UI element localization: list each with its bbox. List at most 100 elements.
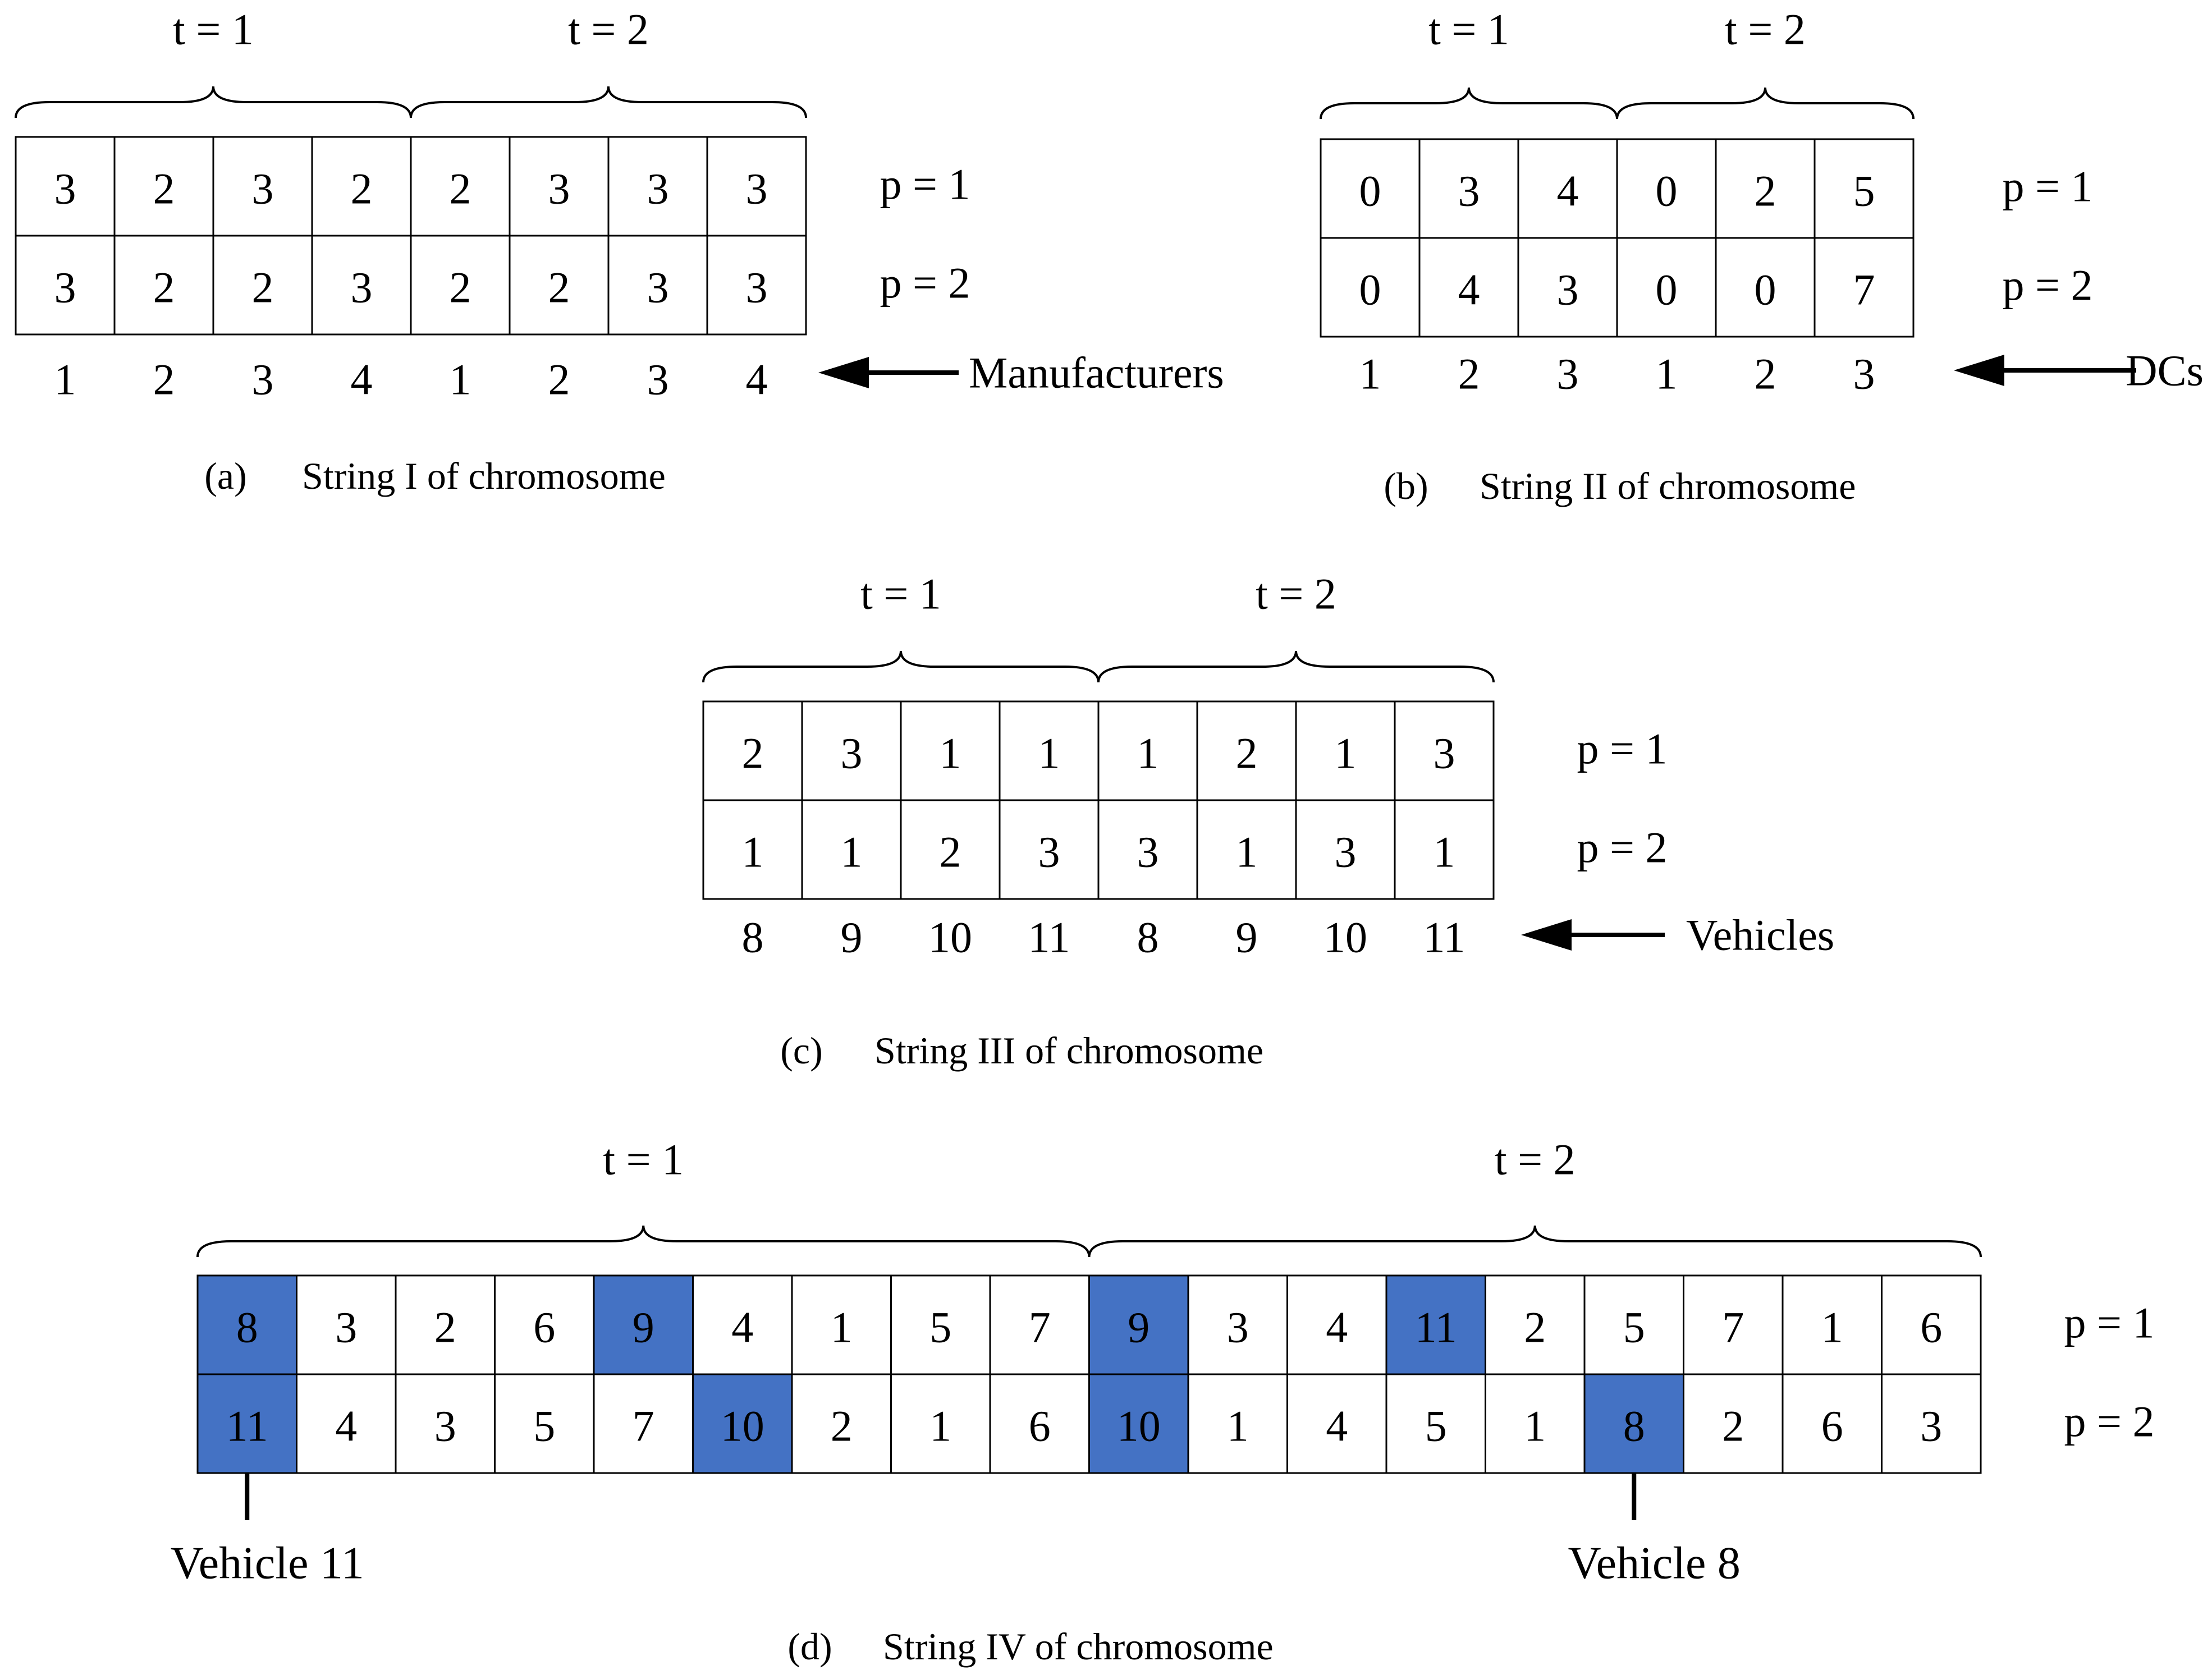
gene-cell xyxy=(1394,799,1495,900)
gene-cell xyxy=(311,235,412,336)
index-label: 1 xyxy=(1656,350,1678,398)
gene-value: 3 xyxy=(1458,167,1480,215)
gene-value: 3 xyxy=(1557,265,1579,314)
gene-cell xyxy=(1196,799,1297,900)
gene-value: 3 xyxy=(1920,1402,1942,1451)
gene-value: 8 xyxy=(236,1303,258,1352)
gene-cell xyxy=(15,136,116,237)
gene-value: 3 xyxy=(335,1303,357,1352)
index-label: 1 xyxy=(54,355,76,404)
period-brace-t2 xyxy=(410,86,807,118)
gene-value: 10 xyxy=(1117,1402,1161,1451)
gene-value: 5 xyxy=(533,1402,555,1451)
index-label: 2 xyxy=(153,355,175,404)
gene-value: 3 xyxy=(1227,1303,1249,1352)
index-label: 3 xyxy=(647,355,669,404)
gene-cell xyxy=(296,1274,397,1375)
gene-value: 2 xyxy=(1236,729,1258,778)
gene-value: 7 xyxy=(1722,1303,1744,1352)
gene-value: 6 xyxy=(1029,1402,1051,1451)
gene-value: 1 xyxy=(1236,828,1258,877)
gene-cell xyxy=(706,136,807,237)
gene-cell xyxy=(1187,1373,1288,1474)
index-label: 1 xyxy=(1359,350,1381,398)
gene-value: 3 xyxy=(548,164,570,213)
gene-value: 2 xyxy=(450,263,471,312)
gene-value: 2 xyxy=(1524,1303,1546,1352)
gene-value: 2 xyxy=(153,263,175,312)
gene-cell xyxy=(410,235,511,336)
gene-value: 0 xyxy=(1656,167,1678,215)
gene-value: 9 xyxy=(1128,1303,1149,1352)
period-brace-t1 xyxy=(1320,87,1618,120)
index-label: 11 xyxy=(1423,913,1465,962)
gene-value: 1 xyxy=(1821,1303,1843,1352)
gene-value: 1 xyxy=(742,828,764,877)
gene-cell xyxy=(1097,799,1198,900)
gene-cell xyxy=(791,1373,892,1474)
gene-value: 5 xyxy=(929,1303,951,1352)
gene-cell xyxy=(1418,237,1519,338)
gene-cell xyxy=(1517,237,1618,338)
caption-text: String IV of chromosome xyxy=(883,1625,1274,1668)
product-row-label: p = 2 xyxy=(2064,1397,2155,1446)
gene-cell xyxy=(1485,1373,1586,1474)
caption-text: String II of chromosome xyxy=(1480,465,1856,507)
gene-value: 3 xyxy=(647,263,669,312)
gene-cell xyxy=(692,1274,793,1375)
gene-cell xyxy=(1320,237,1421,338)
gene-cell xyxy=(1683,1373,1784,1474)
index-label: 10 xyxy=(928,913,972,962)
gene-cell xyxy=(593,1373,694,1474)
gene-cell xyxy=(1583,1274,1684,1375)
index-label: 2 xyxy=(1458,350,1480,398)
gene-cell xyxy=(706,235,807,336)
gene-value: 2 xyxy=(1755,167,1776,215)
gene-value: 7 xyxy=(1029,1303,1051,1352)
gene-cell-highlighted xyxy=(196,1373,297,1474)
gene-cell xyxy=(999,799,1100,900)
gene-value: 9 xyxy=(633,1303,654,1352)
gene-cell-highlighted xyxy=(692,1373,793,1474)
gene-value: 2 xyxy=(153,164,175,213)
gene-value: 5 xyxy=(1425,1402,1447,1451)
index-label: 3 xyxy=(1557,350,1579,398)
arrow-head-icon xyxy=(1954,355,2004,386)
gene-value: 4 xyxy=(1326,1402,1348,1451)
period-label-t2: t = 2 xyxy=(1495,1135,1576,1184)
gene-value: 6 xyxy=(533,1303,555,1352)
gene-value: 3 xyxy=(54,263,76,312)
gene-value: 3 xyxy=(351,263,373,312)
gene-cell-highlighted xyxy=(1583,1373,1684,1474)
index-label: 3 xyxy=(1853,350,1875,398)
entity-axis-label: Vehicles xyxy=(1686,911,1834,960)
period-brace-t1 xyxy=(196,1225,1091,1258)
index-label: 8 xyxy=(742,913,764,962)
gene-cell xyxy=(1715,237,1816,338)
gene-value: 4 xyxy=(1557,167,1579,215)
gene-value: 3 xyxy=(1137,828,1159,877)
gene-cell-highlighted xyxy=(1088,1373,1189,1474)
gene-value: 0 xyxy=(1656,265,1678,314)
gene-value: 3 xyxy=(746,263,768,312)
gene-value: 7 xyxy=(1853,265,1875,314)
caption-letter: (c) xyxy=(780,1029,822,1072)
caption-letter: (a) xyxy=(204,455,246,497)
caption-letter: (b) xyxy=(1384,465,1428,507)
gene-value: 2 xyxy=(742,729,764,778)
gene-cell xyxy=(900,700,1001,801)
gene-value: 3 xyxy=(1038,828,1060,877)
gene-value: 11 xyxy=(1415,1303,1457,1352)
gene-value: 1 xyxy=(929,1402,951,1451)
gene-value: 6 xyxy=(1821,1402,1843,1451)
index-label: 9 xyxy=(841,913,863,962)
index-label: 9 xyxy=(1236,913,1258,962)
index-label: 1 xyxy=(450,355,471,404)
gene-value: 1 xyxy=(940,729,961,778)
caption-letter: (d) xyxy=(787,1625,832,1668)
gene-value: 8 xyxy=(1623,1402,1645,1451)
